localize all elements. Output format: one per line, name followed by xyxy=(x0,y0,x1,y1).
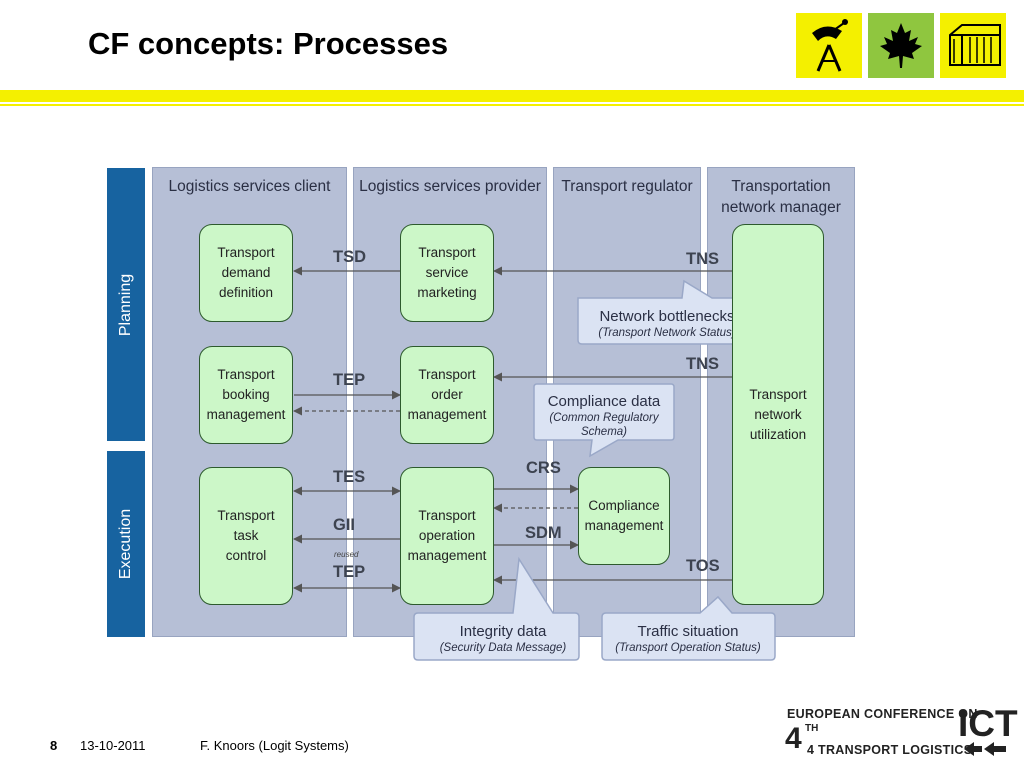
label-gii: GII xyxy=(333,516,356,534)
label-tep-top: TEP xyxy=(333,371,366,389)
callout-integrity-sub: (Security Data Message) xyxy=(440,642,567,654)
process-transport-demand-definition: Transport demand definition xyxy=(199,224,293,322)
process-transport-service-marketing: Transport service marketing xyxy=(400,224,494,322)
conference-ict: ICT xyxy=(958,703,1018,744)
phase-planning: Planning xyxy=(107,168,145,441)
header-divider-bar xyxy=(0,90,1024,102)
label-tns-second: TNS xyxy=(686,355,719,373)
callout-network-bottlenecks: Network bottlenecks (Transport Network S… xyxy=(577,279,757,345)
header-divider-line xyxy=(0,104,1024,106)
arrows-logo-icon xyxy=(964,742,1006,756)
lane-header-regulator: Transport regulator xyxy=(561,178,693,195)
label-tns-top: TNS xyxy=(686,250,719,268)
callout-compliance-data: Compliance data (Common Regulatory Schem… xyxy=(533,383,675,458)
footer-author: F. Knoors (Logit Systems) xyxy=(200,738,349,753)
footer-date: 13-10-2011 xyxy=(80,738,146,753)
conference-line1: EUROPEAN CONFERENCE ON xyxy=(787,707,978,721)
callout-traffic-title: Traffic situation xyxy=(638,623,739,640)
process-transport-order-management: Transport order management xyxy=(400,346,494,444)
footer-page-number: 8 xyxy=(50,738,58,753)
lane-header-network-manager: Transportation network manager xyxy=(721,178,841,216)
label-tos: TOS xyxy=(686,557,720,575)
process-transport-operation-management: Transport operation management xyxy=(400,467,494,605)
callout-network-title: Network bottlenecks xyxy=(599,308,734,325)
callout-integrity-title: Integrity data xyxy=(460,623,547,640)
label-crs: CRS xyxy=(526,459,561,477)
callout-integrity-data: Integrity data (Security Data Message) xyxy=(413,556,580,661)
container-logo-icon xyxy=(940,13,1006,78)
label-tsd: TSD xyxy=(333,248,366,266)
process-transport-booking-management: Transport booking management xyxy=(199,346,293,444)
label-reused: reused xyxy=(334,550,359,559)
maple-leaf-logo-icon xyxy=(868,13,934,78)
antenna-logo-icon xyxy=(796,13,862,78)
slide-title: CF concepts: Processes xyxy=(88,26,449,61)
callout-network-sub: (Transport Network Status) xyxy=(598,327,735,339)
callout-traffic-sub: (Transport Operation Status) xyxy=(615,642,761,654)
callout-compliance-title: Compliance data xyxy=(548,393,661,410)
conference-line2: 4 TRANSPORT LOGISTICS xyxy=(807,743,973,757)
process-transport-task-control: Transport task control xyxy=(199,467,293,605)
lane-header-client: Logistics services client xyxy=(168,178,331,195)
label-tes: TES xyxy=(333,468,366,486)
conference-edition-number: 4 xyxy=(785,722,802,755)
callout-compliance-sub2: Schema) xyxy=(581,426,627,438)
lane-header-provider: Logistics services provider xyxy=(359,178,541,195)
process-transport-network-utilization: Transport network utilization xyxy=(732,224,824,605)
process-compliance-management: Compliance management xyxy=(578,467,670,565)
label-tep-bottom: TEP xyxy=(333,563,366,581)
callout-compliance-sub1: (Common Regulatory xyxy=(549,412,660,424)
label-sdm: SDM xyxy=(525,524,562,542)
phase-execution: Execution xyxy=(107,451,145,637)
callout-traffic-situation: Traffic situation (Transport Operation S… xyxy=(601,595,776,661)
conference-edition-suffix: TH xyxy=(805,723,819,734)
